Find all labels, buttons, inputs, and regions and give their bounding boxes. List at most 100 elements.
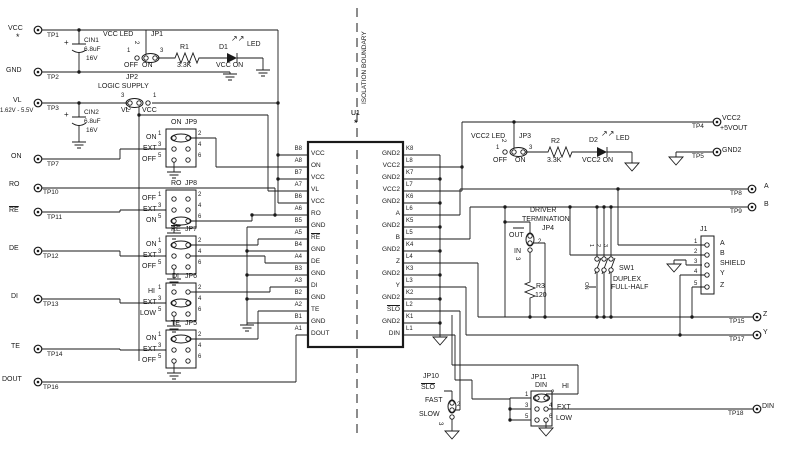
- jp11-hi: HI: [562, 383, 569, 390]
- jp9-n4: 4: [198, 142, 202, 148]
- jp9-n1: 1: [158, 131, 162, 137]
- diode-icons: [227, 53, 607, 157]
- tp4-label: TP4: [692, 123, 704, 130]
- vcc2-on-label: VCC2 ON: [582, 157, 614, 164]
- tp9-label: TP9: [730, 208, 742, 215]
- jp11-ext: EXT: [557, 404, 571, 411]
- di-label: DI: [11, 293, 18, 300]
- jp10-pin2: 2: [457, 402, 461, 408]
- jp6-n5: 5: [158, 307, 162, 313]
- jp2-pin1: 1: [153, 93, 157, 99]
- jp9-row2: EXT: [143, 145, 157, 152]
- jp9-ref: JP9: [185, 119, 198, 126]
- chip-pin-num-l8: L8: [406, 158, 413, 164]
- sw1-p1: 1: [588, 244, 594, 248]
- gnd2-triangle-icons: [432, 156, 684, 440]
- sw1-p2: 2: [595, 244, 601, 248]
- chip-pin-name-gnd2-r: GND2: [381, 222, 400, 229]
- jp7-n6: 6: [198, 260, 202, 266]
- jp1-pin3: 3: [160, 48, 164, 54]
- z-label: Z: [763, 311, 768, 318]
- jp2-ref: JP2: [126, 74, 139, 81]
- jp5-n5: 5: [158, 354, 162, 360]
- jp11-ref: JP11: [531, 374, 547, 381]
- jp4-pin3: 3: [514, 257, 520, 261]
- jp9-n5: 5: [158, 153, 162, 159]
- cin2-val: 6.8uF: [84, 118, 101, 125]
- jp2-vl: VL: [121, 107, 130, 114]
- d2-arrows: ↗↗: [601, 129, 615, 138]
- d1-ref: D1: [219, 44, 228, 51]
- u1-ref: U1: [351, 110, 360, 117]
- chip-pin-num-a3: A3: [294, 278, 302, 284]
- jp5-row1: ON: [146, 335, 157, 342]
- chip-pin-num-b2: B2: [294, 290, 302, 296]
- jp8-n2: 2: [198, 192, 202, 198]
- cin2-volt: 16V: [86, 127, 98, 134]
- chip-pin-name-a-r: A: [395, 210, 400, 217]
- gnd2-out-label: GND2: [722, 147, 742, 154]
- jp5-n6: 6: [198, 354, 202, 360]
- jp5-n3: 3: [158, 343, 162, 349]
- jp6-row3: LOW: [140, 310, 156, 317]
- jumper-shunt-icons: [125, 53, 550, 414]
- chip-pin-num-k8: K8: [406, 146, 414, 152]
- tp16-label: TP16: [43, 384, 59, 391]
- jp8-ref: JP8: [185, 180, 198, 187]
- chip-pin-name-dout: DOUT: [311, 330, 330, 337]
- chip-pin-name-vl: VL: [311, 186, 319, 193]
- vl-label: VL: [13, 97, 22, 104]
- jp3-on: ON: [515, 157, 526, 164]
- jp7-signal: RE: [171, 226, 181, 233]
- r1-val: 3.3K: [177, 62, 192, 69]
- chip-pin-num-b8: B8: [294, 146, 302, 152]
- j1-pin3: 3: [694, 259, 698, 265]
- tp2-label: TP2: [47, 74, 59, 81]
- chip-pin-name-gnd2-r: GND2: [381, 150, 400, 157]
- jp10-pin3: 3: [437, 422, 443, 426]
- jp11-n4: 4: [549, 403, 553, 409]
- jp9-n6: 6: [198, 153, 202, 159]
- jp8-signal: RO: [171, 180, 182, 187]
- jp6-n4: 4: [198, 296, 202, 302]
- b-label: B: [764, 201, 769, 208]
- chip-pin-num-l4: L4: [406, 254, 413, 260]
- tp5-label: TP5: [692, 153, 704, 160]
- jp3-pin3: 3: [529, 145, 533, 151]
- chip-pin-num-k6: K6: [406, 194, 414, 200]
- jp8-row3: ON: [146, 217, 157, 224]
- chip-pin-num-l7: L7: [406, 182, 413, 188]
- chip-star: *: [354, 118, 358, 128]
- jp1-off: OFF: [124, 62, 138, 69]
- tp3-label: TP3: [47, 105, 59, 112]
- jp1-on: ON: [142, 62, 153, 69]
- chip-pin-name-de: DE: [311, 258, 321, 265]
- jp7-n3: 3: [158, 249, 162, 255]
- testpoint-icons: [33, 25, 762, 414]
- chip-pin-num-b7: B7: [294, 170, 302, 176]
- cin1-volt: 16V: [86, 55, 98, 62]
- j1-pin5: 5: [694, 281, 698, 287]
- chip-pin-name-on: ON: [311, 162, 321, 169]
- chip-pin-name-gnd2-r: GND2: [381, 198, 400, 205]
- component-symbols: [71, 43, 616, 300]
- chip-pin-name-di: DI: [311, 282, 318, 289]
- jp5-n1: 1: [158, 332, 162, 338]
- jp3-pin1: 1: [496, 145, 500, 151]
- jp8-n5: 5: [158, 214, 162, 220]
- r3-val: 120: [535, 292, 547, 299]
- jp1-pin1: 1: [127, 48, 131, 54]
- jp8-row1: OFF: [142, 195, 156, 202]
- jp6-row2: EXT: [143, 299, 157, 306]
- a-label: A: [764, 183, 769, 190]
- jp7-ref: JP7: [185, 226, 198, 233]
- chip-pin-name-b-r: B: [395, 234, 400, 241]
- jp5-n4: 4: [198, 343, 202, 349]
- chip-pin-num-k4: K4: [406, 242, 414, 248]
- j1-y: Y: [720, 270, 725, 277]
- vcc-led-label: VCC LED: [103, 31, 134, 38]
- header-pin-icons: [127, 55, 710, 423]
- r1-ref: R1: [180, 44, 189, 51]
- jp2-pin2: 2: [124, 107, 130, 111]
